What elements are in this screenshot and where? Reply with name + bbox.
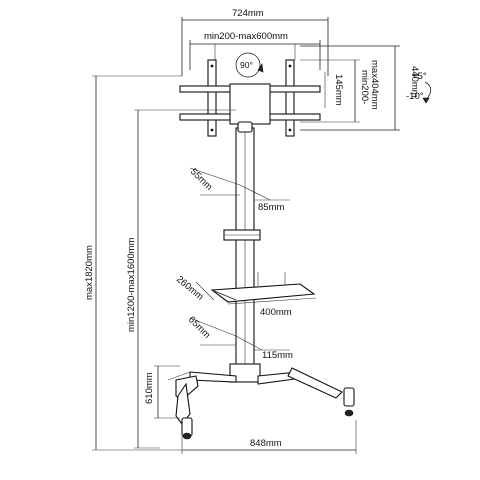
- vesa-height-range-line2-label: max404mm: [369, 60, 380, 110]
- vesa-width-range-label: min200-max600mm: [204, 31, 288, 42]
- base-section-dims: [189, 317, 290, 351]
- shelf-depth-label: 260mm: [174, 274, 205, 303]
- tilt-arc-icon: [422, 81, 432, 104]
- column-section-dims: [189, 167, 290, 201]
- foot-width-label: 848mm: [250, 438, 282, 449]
- shelf-width-label: 400mm: [260, 307, 292, 318]
- width-dimension-lines: [181, 17, 329, 76]
- vesa-height-range-line1-label: min200-: [359, 70, 370, 104]
- rotation-label: 90°: [240, 60, 253, 70]
- base-frame: [175, 363, 355, 440]
- foot-width-dim: [181, 420, 357, 454]
- tilt-down-label: -10°: [406, 91, 424, 102]
- total-height-label: max1820mm: [84, 245, 95, 300]
- base-depth-label: 65mm: [186, 314, 213, 341]
- bracket-spacing-label: 145mm: [333, 74, 344, 106]
- foot-depth-label: 610mm: [144, 372, 155, 404]
- height-dimension-lines: [300, 45, 400, 131]
- column-depth-label: 55mm: [188, 166, 215, 193]
- rotation-icon: [235, 52, 264, 78]
- tilt-up-label: +5°: [412, 71, 427, 82]
- foot-depth-dim: [154, 365, 191, 419]
- vesa-height-total-label: 440mm: [409, 66, 420, 98]
- base-width-label: 115mm: [262, 350, 293, 361]
- overall-height-dims: [92, 75, 236, 451]
- center-column: [223, 121, 261, 381]
- vesa-width-total-label: 724mm: [232, 8, 264, 19]
- shelf-dims: [195, 281, 317, 305]
- vesa-bracket: [179, 59, 321, 137]
- camera-shelf: [210, 272, 316, 303]
- mount-height-label: min1200-max1600mm: [126, 237, 137, 332]
- column-width-label: 85mm: [258, 202, 284, 213]
